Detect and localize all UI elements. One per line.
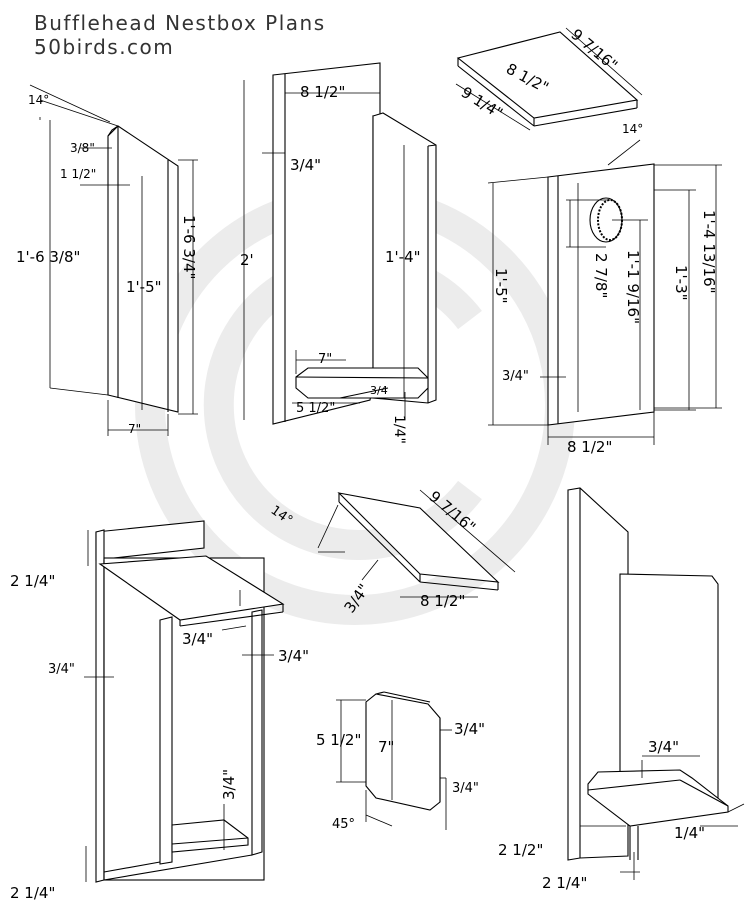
front-total-height-label: 1'-4 13/16" <box>700 210 718 294</box>
side-inner-height-label: 1'-5" <box>126 278 162 296</box>
assembly-left-view: 2 1/4" 3/4" 3/4" 3/4" 3/4" 2 1/4" <box>10 520 309 902</box>
roof-top-view: 9 7/16" 8 1/2" 9 1/4" <box>455 25 643 131</box>
back-thick-label: 3/4" <box>290 156 321 174</box>
side-back-height-label: 1'-6 3/8" <box>16 248 80 266</box>
back-width-label: 8 1/2" <box>300 83 345 101</box>
side-front-height-label: 1'-6 3/4" <box>180 215 198 279</box>
front-hole-top-label: 2 7/8" <box>592 253 610 298</box>
front-inner-height-label: 1'-3" <box>672 265 690 301</box>
floor-depth-label: 5 1/2" <box>316 731 361 749</box>
assy-right-floor-thick-label: 3/4" <box>648 738 679 756</box>
side-angle-label: 14° <box>28 93 49 107</box>
back-front-height-label: 1'-4" <box>385 248 421 266</box>
front-panel-view: 14° 2 7/8" 1'-1 9/16" 1'-4 13/16" 1'-3" … <box>487 122 722 456</box>
back-gap-label: 1/4" <box>391 415 407 444</box>
side-d112-label: 1 1/2" <box>60 167 96 181</box>
roof-iso-width-label: 8 1/2" <box>420 592 465 610</box>
back-floor-depth-label: 5 1/2" <box>296 401 335 416</box>
floor-angle-label: 45° <box>332 817 355 832</box>
front-thick-label: 3/4" <box>502 369 529 384</box>
floor-thick-label: 3/4" <box>454 720 485 738</box>
back-height-label: 2' <box>240 251 254 269</box>
side-panel-view: 14° 3/8" 1 1/2" 1'-6 3/8" 1'-5" 1'-6 3/4… <box>16 84 198 436</box>
assy-left-roof-thick-label: 3/4" <box>182 630 213 648</box>
assy-left-bottom-label: 2 1/4" <box>10 884 55 902</box>
front-width-label: 8 1/2" <box>567 438 612 456</box>
assy-left-floor-thick-label: 3/4" <box>220 769 238 800</box>
assy-left-top-label: 2 1/4" <box>10 572 55 590</box>
floor-corner-label: 3/4" <box>452 781 479 796</box>
site-credit: 50birds.com <box>34 35 174 59</box>
assembly-right-view: 3/4" 2 1/2" 1/4" 2 1/4" <box>498 487 745 892</box>
floor-width-label: 7" <box>378 738 394 756</box>
front-hole-center-label: 1'-1 9/16" <box>624 250 642 324</box>
assy-right-gap-label: 1/4" <box>674 824 705 842</box>
plan-title: Bufflehead Nestbox Plans <box>34 11 326 35</box>
assy-right-d214-label: 2 1/4" <box>542 874 587 892</box>
side-width-label: 7" <box>128 422 141 436</box>
side-d38-label: 3/8" <box>70 141 95 155</box>
floor-piece-view: 5 1/2" 7" 3/4" 3/4" 45° <box>316 691 485 832</box>
assy-right-d212-label: 2 1/2" <box>498 841 543 859</box>
front-left-height-label: 1'-5" <box>492 268 510 304</box>
back-floor-thick-label: 3/4 <box>370 384 388 397</box>
front-angle-label: 14° <box>622 122 643 136</box>
back-floor-width-label: 7" <box>318 352 332 367</box>
assy-left-side-thick-label: 3/4" <box>278 647 309 665</box>
back-panel-view: 8 1/2" 3/4" 2' 1'-4" 7" 5 1/2" 3/4 1/4" <box>240 62 437 444</box>
assy-left-back-thick-label: 3/4" <box>48 662 75 677</box>
